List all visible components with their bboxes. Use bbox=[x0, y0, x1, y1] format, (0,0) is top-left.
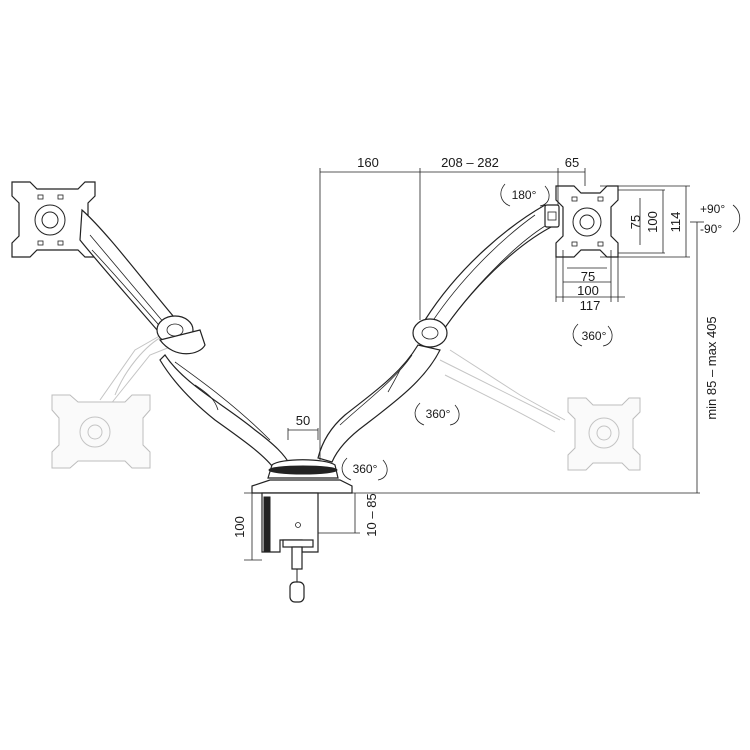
dim-75-horizontal: 75 bbox=[581, 269, 595, 284]
left-lower-arm bbox=[159, 354, 291, 471]
right-tilt-head bbox=[544, 204, 560, 228]
rotation-360-plate: 360° bbox=[582, 329, 607, 343]
ghost-left-arm bbox=[99, 329, 176, 406]
tilt-down-label: -90° bbox=[700, 222, 722, 236]
ghost-right-vesa-plate bbox=[567, 397, 641, 471]
dim-height-range: min 85 – max 405 bbox=[704, 316, 719, 419]
rotation-180: 180° bbox=[512, 188, 537, 202]
dim-100-vertical: 100 bbox=[645, 211, 660, 233]
rotation-arrow-icons bbox=[341, 183, 741, 481]
left-elbow-joint bbox=[156, 315, 206, 355]
pole-base bbox=[267, 459, 339, 479]
dim-75-vertical: 75 bbox=[628, 215, 643, 229]
dim-65: 65 bbox=[565, 155, 579, 170]
left-vesa-plate bbox=[11, 181, 96, 258]
tilt-up-label: +90° bbox=[700, 202, 725, 216]
dim-10-85: 10 – 85 bbox=[364, 493, 379, 536]
dimension-lines bbox=[244, 168, 704, 561]
right-lower-arm bbox=[317, 344, 441, 463]
dim-50: 50 bbox=[296, 413, 310, 428]
dim-117: 117 bbox=[580, 298, 601, 313]
right-vesa-plate bbox=[555, 185, 619, 258]
dim-100-horizontal: 100 bbox=[577, 283, 599, 298]
ghost-left-vesa-plate bbox=[51, 394, 151, 469]
dim-100-clamp: 100 bbox=[232, 516, 247, 538]
dim-160: 160 bbox=[357, 155, 379, 170]
ghost-right-arm bbox=[439, 349, 566, 433]
desk-clamp bbox=[251, 479, 353, 603]
rotation-360-arm: 360° bbox=[426, 407, 451, 421]
right-upper-arm bbox=[424, 204, 556, 336]
dim-208-282: 208 – 282 bbox=[441, 155, 499, 170]
rotation-360-base: 360° bbox=[353, 462, 378, 476]
right-elbow-joint bbox=[412, 318, 448, 348]
dim-114: 114 bbox=[668, 212, 683, 233]
